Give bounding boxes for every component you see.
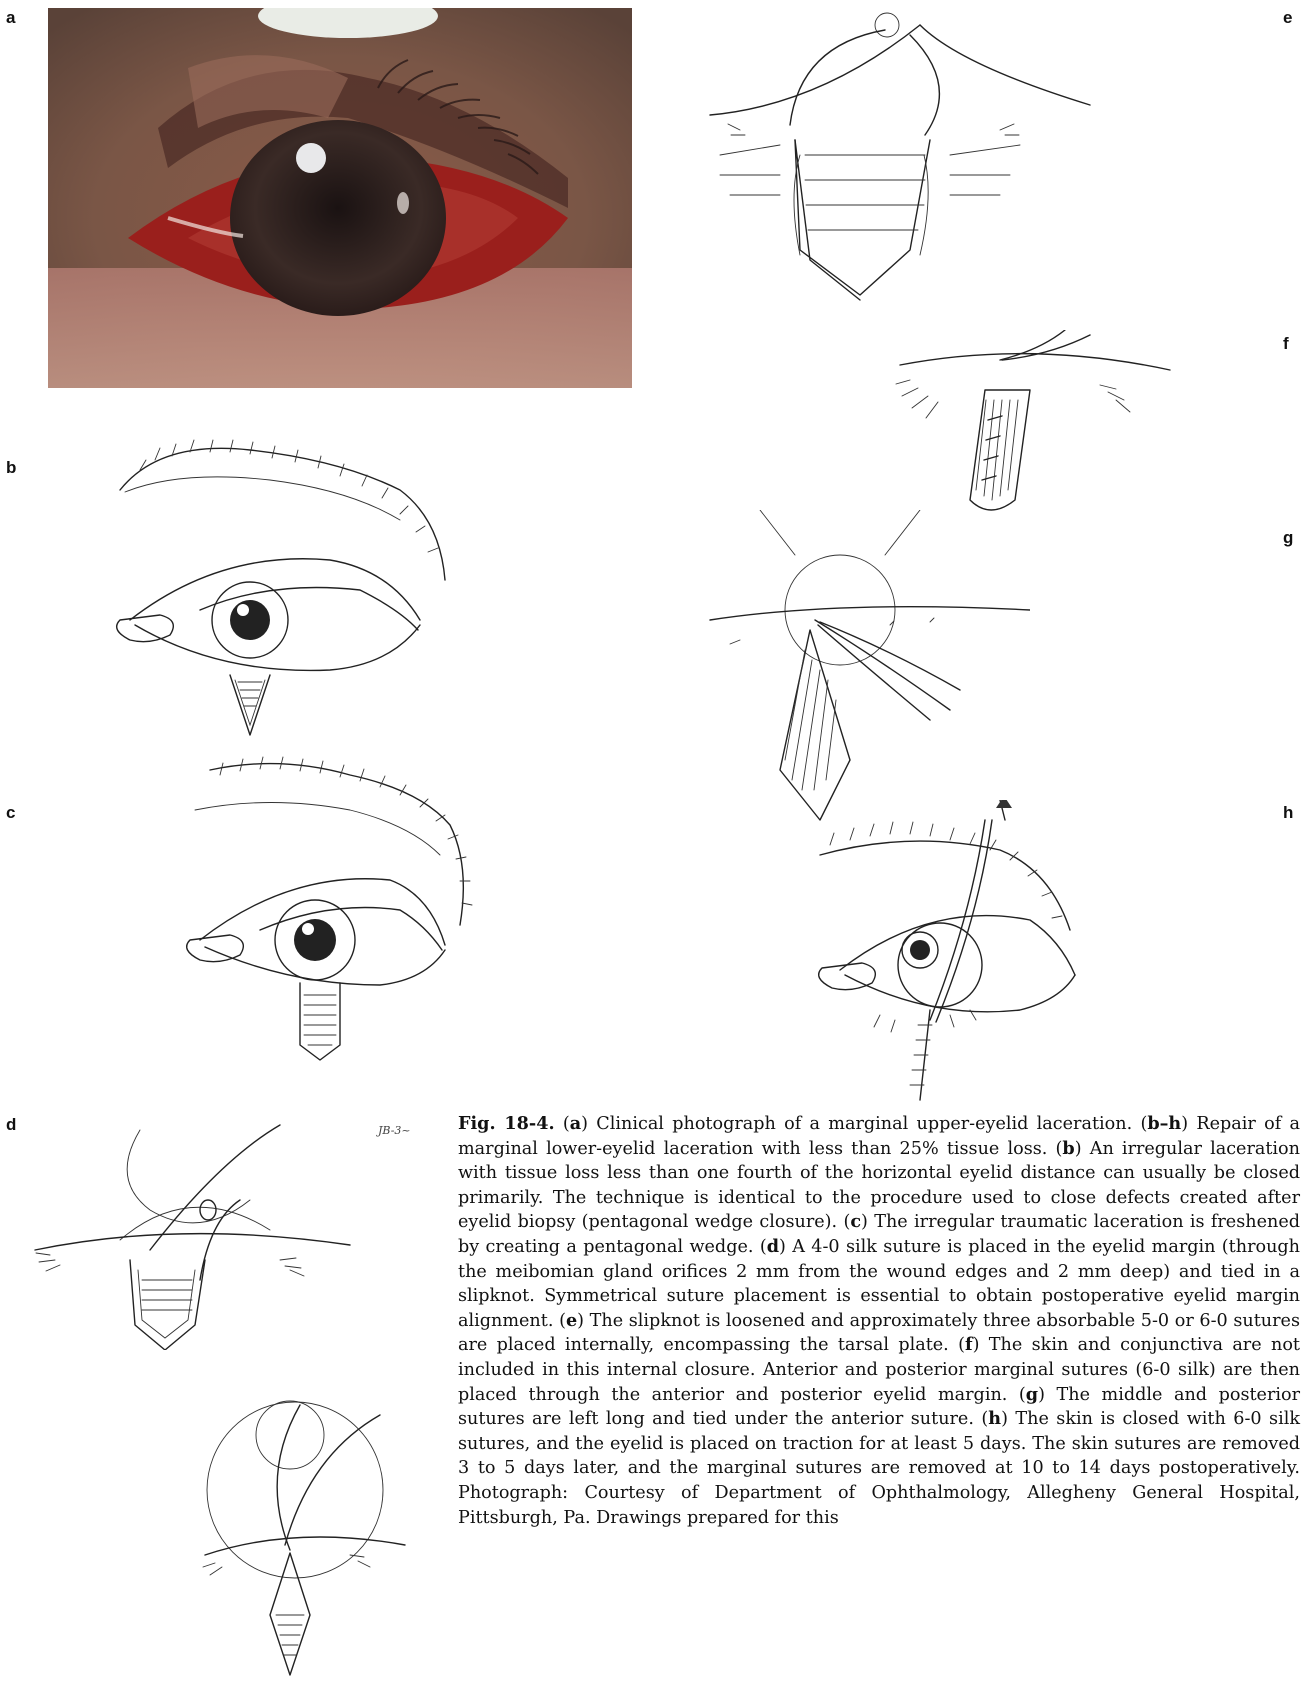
caption-panel-ref: b: [1062, 1138, 1074, 1159]
drawing-c-pentagonal-wedge: [180, 755, 520, 1065]
figure-label: Fig. 18-4.: [458, 1113, 555, 1134]
caption-panel-ref: c: [850, 1211, 861, 1232]
drawing-e-internal-sutures: [700, 5, 1100, 315]
panel-label-h: h: [1283, 803, 1293, 823]
caption-panel-ref: a: [570, 1113, 581, 1134]
artist-signature: JB-3~: [378, 1124, 411, 1137]
caption-panel-ref: e: [566, 1310, 577, 1331]
drawing-d-slipknot-detail: [200, 1375, 410, 1680]
drawing-g-tied-sutures: [700, 510, 1030, 830]
panel-label-d: d: [6, 1115, 16, 1135]
drawing-d-slipknot: [30, 1120, 360, 1350]
caption-panel-ref: h: [988, 1408, 1001, 1429]
drawing-h-skin-closure-traction: [810, 800, 1110, 1105]
drawing-b-irregular-laceration: [100, 430, 520, 740]
caption-panel-ref: b–h: [1147, 1113, 1181, 1134]
panel-label-a: a: [6, 8, 15, 28]
caption-body: (a) Clinical photograph of a marginal up…: [458, 1114, 1300, 1528]
clinical-photograph: [48, 8, 632, 388]
panel-label-b: b: [6, 458, 16, 478]
panel-label-f: f: [1283, 334, 1289, 354]
caption-text: (: [555, 1114, 570, 1134]
caption-panel-ref: d: [767, 1236, 779, 1257]
figure-caption: Fig. 18-4. (a) Clinical photograph of a …: [458, 1112, 1300, 1530]
caption-text: ) Clinical photograph of a marginal uppe…: [581, 1114, 1147, 1134]
panel-label-e: e: [1283, 8, 1292, 28]
caption-panel-ref: g: [1026, 1384, 1038, 1405]
drawing-f-marginal-sutures: [890, 330, 1190, 520]
panel-label-g: g: [1283, 528, 1293, 548]
caption-panel-ref: f: [965, 1334, 973, 1355]
panel-label-c: c: [6, 803, 15, 823]
